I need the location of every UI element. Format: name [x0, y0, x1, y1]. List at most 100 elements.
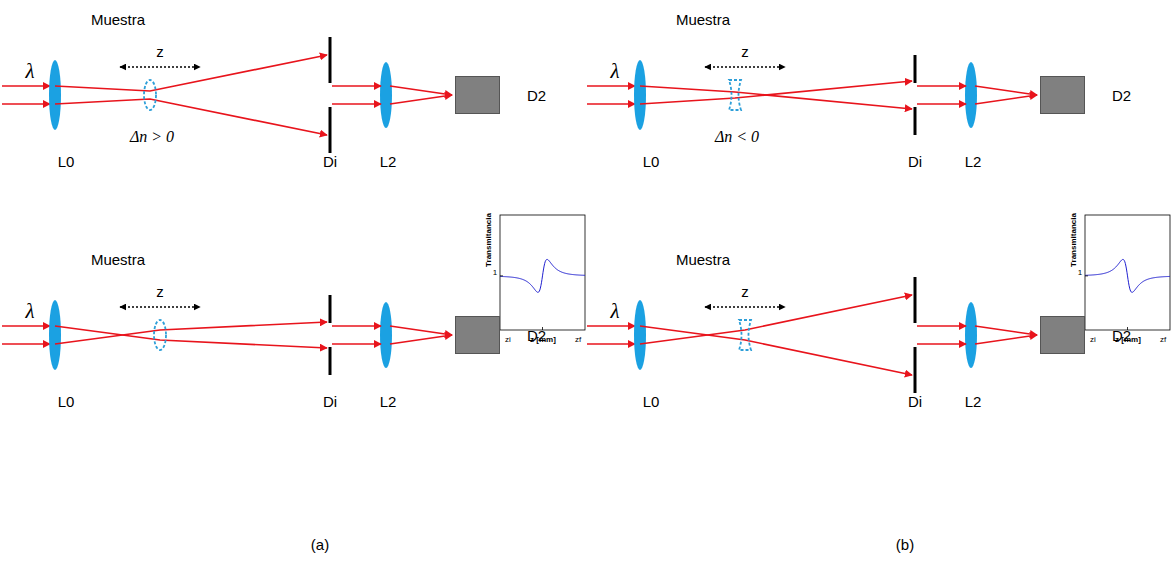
- light-ray: [640, 326, 912, 375]
- lens-l2: [380, 302, 392, 368]
- light-ray: [2, 85, 50, 87]
- axis-symbol: z: [741, 284, 749, 301]
- light-ray: [332, 343, 381, 345]
- iris-blade: [914, 55, 917, 83]
- iris-blade: [329, 37, 332, 83]
- z-translation-arrow: [120, 66, 200, 67]
- wavelength-symbol: λ: [610, 60, 619, 83]
- part-name: Di: [908, 394, 922, 411]
- detector-box: D2: [1040, 316, 1085, 354]
- sample-label: Muestra: [676, 252, 730, 269]
- wavelength-symbol: λ: [610, 300, 619, 323]
- light-ray: [390, 335, 452, 344]
- axis-symbol: z: [741, 44, 749, 61]
- z-translation-arrow: [120, 306, 200, 307]
- transmittance-plot: [1085, 215, 1170, 330]
- light-ray: [587, 325, 635, 327]
- part-name: L0: [58, 154, 75, 171]
- detector-label: D2: [527, 87, 546, 104]
- part-name: L0: [58, 394, 75, 411]
- index-change-label: Δn < 0: [715, 128, 759, 146]
- light-ray: [640, 81, 912, 104]
- light-ray: [390, 326, 452, 335]
- axis-title: Transmitancia: [1070, 213, 1079, 267]
- part-name: L2: [965, 154, 982, 171]
- light-ray: [587, 103, 635, 105]
- optical-setup: [2, 37, 452, 153]
- axis-symbol: z: [156, 284, 164, 301]
- tick-label: zf: [1160, 336, 1166, 345]
- z-translation-arrow: [705, 306, 785, 307]
- lens-l2: [965, 62, 977, 128]
- part-name: L0: [643, 154, 660, 171]
- part-name: Di: [323, 394, 337, 411]
- tick-label: zi: [1090, 336, 1096, 345]
- light-ray: [332, 325, 381, 327]
- sample-negative-lens: [729, 80, 741, 110]
- transmittance-curve: [500, 259, 585, 292]
- optical-setup: [2, 295, 452, 375]
- axis-symbol: z: [156, 44, 164, 61]
- sample-label: Muestra: [91, 12, 145, 29]
- light-ray: [640, 86, 912, 109]
- iris-blade: [329, 347, 332, 375]
- light-ray: [975, 335, 1037, 344]
- light-ray: [640, 295, 912, 344]
- part-name: L2: [965, 394, 982, 411]
- transmittance-plot: [500, 215, 585, 330]
- part-name: Di: [908, 154, 922, 171]
- lens-l0: [49, 60, 61, 130]
- sample-positive-lens: [154, 320, 166, 350]
- lens-l0: [49, 300, 61, 370]
- part-name: L2: [380, 394, 397, 411]
- z-translation-arrow: [705, 66, 785, 67]
- iris-blade: [914, 347, 917, 393]
- light-ray: [332, 103, 381, 105]
- lens-l2: [965, 302, 977, 368]
- light-ray: [2, 103, 50, 105]
- tick-label: zi: [505, 336, 511, 345]
- iris-blade: [914, 107, 917, 135]
- optical-setup: [587, 277, 1037, 393]
- detector-box: D2: [455, 76, 500, 114]
- part-name: L2: [380, 154, 397, 171]
- detector-label: D2: [527, 327, 546, 344]
- light-ray: [917, 343, 966, 345]
- part-name: L0: [643, 394, 660, 411]
- sample-positive-lens: [144, 80, 156, 110]
- light-ray: [390, 95, 452, 104]
- tick-label: zf: [575, 336, 581, 345]
- lens-l0: [634, 300, 646, 370]
- light-ray: [975, 95, 1037, 104]
- light-ray: [55, 55, 327, 91]
- detector-box: D2: [1040, 76, 1085, 114]
- lens-l2: [380, 62, 392, 128]
- detector-box: D2: [455, 316, 500, 354]
- light-ray: [917, 325, 966, 327]
- light-ray: [2, 343, 50, 345]
- light-ray: [390, 86, 452, 95]
- optical-setup: [587, 55, 1037, 135]
- sample-negative-lens: [739, 320, 751, 350]
- light-ray: [975, 86, 1037, 95]
- tick-label: 1: [1078, 269, 1082, 278]
- lens-l0: [634, 60, 646, 130]
- detector-label: D2: [1112, 327, 1131, 344]
- wavelength-symbol: λ: [25, 300, 34, 323]
- sample-label: Muestra: [676, 12, 730, 29]
- sample-label: Muestra: [91, 252, 145, 269]
- light-ray: [2, 325, 50, 327]
- light-ray: [975, 326, 1037, 335]
- light-ray: [587, 343, 635, 345]
- tick-label: 1: [493, 269, 497, 278]
- iris-blade: [329, 107, 332, 153]
- panel-label: (a): [311, 537, 329, 554]
- light-ray: [55, 99, 327, 135]
- transmittance-curve: [1085, 259, 1170, 292]
- iris-blade: [329, 295, 332, 323]
- light-ray: [55, 322, 327, 344]
- light-ray: [587, 85, 635, 87]
- index-change-label: Δn > 0: [130, 128, 174, 146]
- light-ray: [917, 85, 966, 87]
